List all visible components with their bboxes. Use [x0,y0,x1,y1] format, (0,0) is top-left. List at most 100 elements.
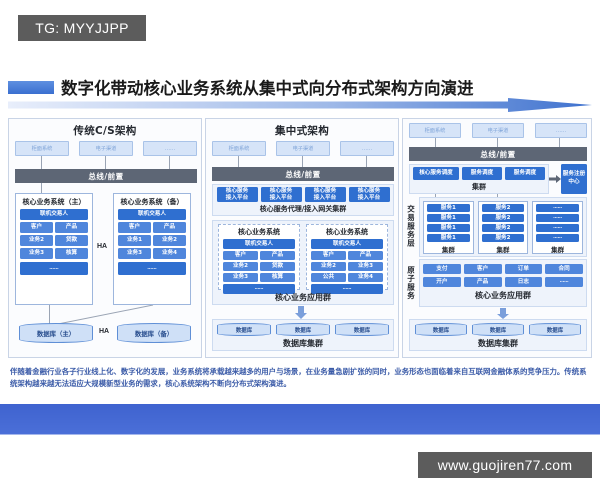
module-box: 业务4 [153,248,186,259]
atomic-service-box: 客户 [463,264,502,274]
panel-mid-title: 集中式架构 [275,125,329,137]
ha-label-systems: HA [97,243,108,250]
panel-centralized: 集中式架构 柜面系统 电子渠道 …… 总线/前置 核心服务 接入平台 核心服务 … [205,118,399,358]
module-box: 公共 [311,273,346,282]
module-header: 联机交易人 [311,239,383,249]
database-box: 数据库 [217,323,271,336]
module-box: 业务4 [348,273,383,282]
channel-box: 电子渠道 [472,123,524,138]
bus-front-end: 总线/前置 [409,147,587,161]
service-registry: 服务注册中心 [561,164,587,194]
service-group-label: 集群 [441,246,455,254]
layer-label-atomic: 原子服务 [406,266,416,300]
dispatcher-cluster-label: 集群 [472,183,486,191]
connector-line [169,156,170,169]
module-header: 联机交易人 [20,209,88,220]
service-box: …… [536,224,580,232]
app-cluster-label: 核心业务应用群 [475,291,531,300]
gateway-box: 核心服务 接入平台 [304,187,346,202]
service-box: …… [536,234,580,242]
connector-line [49,305,50,325]
database-box: 数据库 [472,323,524,336]
service-group: …… …… …… …… 集群 [532,201,584,254]
channel-box: 电子渠道 [276,141,330,156]
gateway-box: 核心服务 接入平台 [348,187,390,202]
db-cluster-label: 数据库集群 [283,339,323,348]
connector-line [238,156,239,167]
database-box: 数据库 [529,323,581,336]
connector-line [41,183,42,193]
service-box: 服务1 [427,204,470,212]
module-box: 客户 [118,222,151,233]
channel-box: 柜面系统 [409,123,461,138]
module-more: …… [20,262,88,275]
core-system-box: 核心业务系统 联机交易人 客户 产品 业务2 贷款 业务3 核算 …… [218,224,300,294]
title-marker-icon [8,80,54,94]
module-box: 产品 [153,222,186,233]
connector-line [105,156,106,169]
connector-line [302,156,303,167]
module-box: 产品 [55,222,88,233]
gateway-cluster-label: 核心服务代理/接入网关集群 [259,205,347,213]
channel-box: …… [535,123,587,138]
channel-box: 电子渠道 [79,141,133,156]
page-title: 数字化带动核心业务系统从集中式向分布式架构方向演进 [61,79,474,98]
page-title-row: 数字化带动核心业务系统从集中式向分布式架构方向演进 [0,76,600,98]
core-system-name: 核心业务系统（备） [120,198,184,206]
service-box: 服务1 [427,224,470,232]
db-cluster: 数据库 数据库 数据库 数据库集群 [212,319,394,351]
watermark-top: TG: MYYJJPP [18,15,146,41]
service-box: 服务2 [481,204,525,212]
atomic-service-box: 产品 [463,277,502,287]
service-group-label: 集群 [551,246,565,254]
module-box: 客户 [311,251,346,260]
atomic-service-box: 日志 [504,277,543,287]
core-system-box: 核心业务系统 联机交易人 客户 产品 业务2 业务3 公共 业务4 …… [306,224,388,294]
database-box: 数据库 [415,323,467,336]
module-header: 联机交易人 [118,209,186,220]
app-cluster: 核心业务系统 联机交易人 客户 产品 业务2 贷款 业务3 核算 …… 核心业务… [212,220,394,305]
connector-line [41,156,42,169]
atomic-service-box: 开户 [423,277,461,287]
module-box: 核算 [55,248,88,259]
connector-line [497,138,498,147]
module-box: 产品 [260,251,295,260]
module-box: 客户 [223,251,258,260]
service-box: 服务2 [481,224,525,232]
gateway-cluster: 核心服务 接入平台 核心服务 接入平台 核心服务 接入平台 核心服务 接入平台 … [212,184,394,216]
module-box: 业务2 [20,235,53,246]
bus-front-end: 总线/前置 [15,169,197,183]
service-group-label: 集群 [496,246,510,254]
service-box: 服务1 [427,234,470,242]
database-box: 数据库 [276,323,330,336]
description-paragraph: 伴随着金融行业各子行业线上化、数字化的发展，业务系统将承载越来越多的用户与场景，… [10,367,587,389]
dispatcher-cluster: 核心服务调度 服务调度 服务调度 集群 [409,164,549,194]
layer-label-transaction: 交易服务层 [406,204,416,248]
watermark-bottom: www.guojiren77.com [418,452,592,478]
module-box: 产品 [348,251,383,260]
module-box: 客户 [20,222,53,233]
atomic-service-box: 支付 [423,264,461,274]
atomic-service-box: …… [545,277,583,287]
core-system-name: 核心业务系统 [326,228,368,236]
atomic-service-box: 订单 [504,264,543,274]
title-arrow-icon [8,98,592,112]
service-layer: 服务1 服务1 服务1 服务1 集群 服务2 服务2 服务2 服务2 集群 ……… [419,197,587,257]
module-box: 业务3 [20,248,53,259]
service-box: 服务2 [481,214,525,222]
service-box: 服务1 [427,214,470,222]
database-primary: 数据库（主） [19,323,93,343]
service-box: 服务2 [481,234,525,242]
down-arrow-icon [295,306,307,319]
channel-box: 柜面系统 [15,141,69,156]
module-box: 业务3 [348,262,383,271]
panel-left-title: 传统C/S架构 [73,125,137,137]
module-box: 业务1 [118,235,151,246]
database-standby: 数据库（备） [117,323,191,343]
module-box: 业务3 [118,248,151,259]
channel-box: 柜面系统 [212,141,266,156]
core-system-name: 核心业务系统（主） [22,198,86,206]
dispatcher-box: 核心服务调度 [413,167,459,180]
right-arrow-icon [549,175,561,183]
module-more: …… [118,262,186,275]
